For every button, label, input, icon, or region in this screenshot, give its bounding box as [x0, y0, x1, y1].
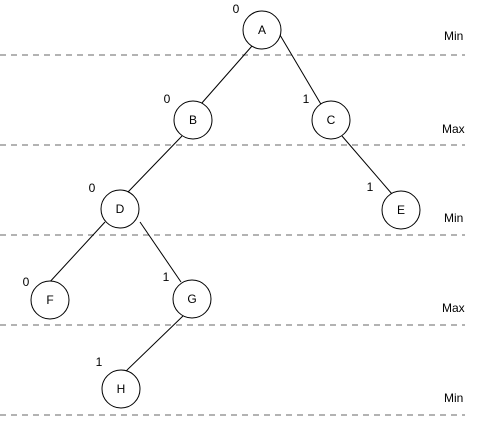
node-b: B 0 [164, 92, 213, 140]
node-label: H [117, 382, 126, 396]
node-e: E 1 [367, 180, 421, 230]
node-value: 0 [23, 275, 30, 289]
node-circle [242, 10, 282, 50]
edge-g-h [123, 314, 185, 374]
node-label: G [187, 292, 196, 306]
level-label-3: Max [442, 301, 465, 315]
node-value: 0 [164, 92, 171, 106]
level-dividers [0, 54, 465, 416]
node-label: F [46, 293, 53, 307]
edge-a-b [200, 45, 253, 105]
edge-c-e [341, 135, 393, 195]
node-circle [100, 189, 140, 229]
node-circle [30, 280, 70, 320]
node-value: 1 [163, 270, 170, 284]
edge-a-c [279, 34, 323, 107]
node-value: 1 [367, 180, 374, 194]
node-label: C [327, 113, 336, 127]
node-circle [173, 100, 213, 140]
level-label-2: Min [444, 211, 463, 225]
node-label: D [116, 202, 125, 216]
node-label: B [189, 113, 197, 127]
node-circle [101, 369, 141, 409]
edge-b-d [127, 135, 183, 193]
tree-edges [46, 34, 393, 374]
edge-d-f [46, 221, 106, 286]
node-a: A 0 [233, 2, 282, 50]
node-label: E [397, 203, 405, 217]
node-value: 0 [89, 181, 96, 195]
node-value: 1 [303, 92, 310, 106]
node-circle [311, 100, 351, 140]
node-c: C 1 [303, 92, 351, 140]
level-labels: Min Max Min Max Min [442, 29, 465, 405]
level-label-0: Min [444, 29, 463, 43]
node-value: 1 [96, 355, 103, 369]
node-value: 0 [233, 2, 240, 16]
node-f: F 0 [23, 275, 70, 320]
node-d: D 0 [89, 181, 140, 229]
node-circle [381, 190, 421, 230]
node-g: G 1 [163, 270, 212, 319]
level-label-1: Max [442, 122, 465, 136]
node-circle [172, 279, 212, 319]
level-label-4: Min [444, 391, 463, 405]
edge-d-g [139, 221, 182, 283]
node-label: A [258, 23, 266, 37]
node-h: H 1 [96, 355, 141, 409]
